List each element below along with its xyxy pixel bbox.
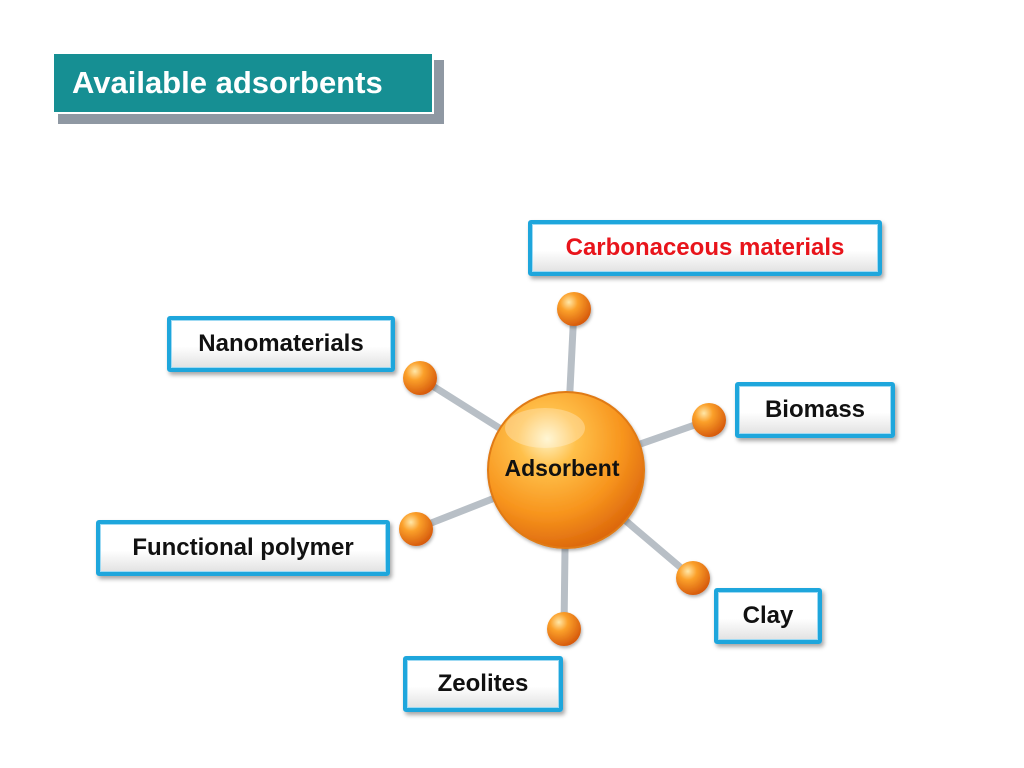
adsorbent-hub bbox=[487, 391, 645, 549]
knob-nanomaterials bbox=[403, 361, 437, 395]
knob-biomass bbox=[692, 403, 726, 437]
node-biomass: Biomass bbox=[735, 382, 895, 438]
hub-label: Adsorbent bbox=[504, 454, 620, 481]
node-nanomaterials: Nanomaterials bbox=[167, 316, 395, 372]
connector-knobs bbox=[399, 292, 726, 646]
node-label: Clay bbox=[742, 602, 794, 629]
node-carbonaceous-materials: Carbonaceous materials bbox=[528, 220, 882, 276]
node-clay: Clay bbox=[714, 588, 822, 644]
knob-functional-polymer bbox=[399, 512, 433, 546]
node-label: Carbonaceous materials bbox=[565, 234, 845, 261]
node-label: Zeolites bbox=[437, 670, 529, 697]
slide-title: Available adsorbents bbox=[72, 65, 383, 100]
node-zeolites: Zeolites bbox=[403, 656, 563, 712]
title-banner: Available adsorbents bbox=[52, 52, 434, 114]
node-label: Biomass bbox=[764, 396, 866, 423]
hub-highlight bbox=[505, 408, 585, 448]
node-label: Nanomaterials bbox=[198, 330, 364, 357]
node-functional-polymer: Functional polymer bbox=[96, 520, 390, 576]
node-label: Functional polymer bbox=[132, 534, 354, 561]
knob-clay bbox=[676, 561, 710, 595]
knob-zeolites bbox=[547, 612, 581, 646]
knob-carbonaceous bbox=[557, 292, 591, 326]
